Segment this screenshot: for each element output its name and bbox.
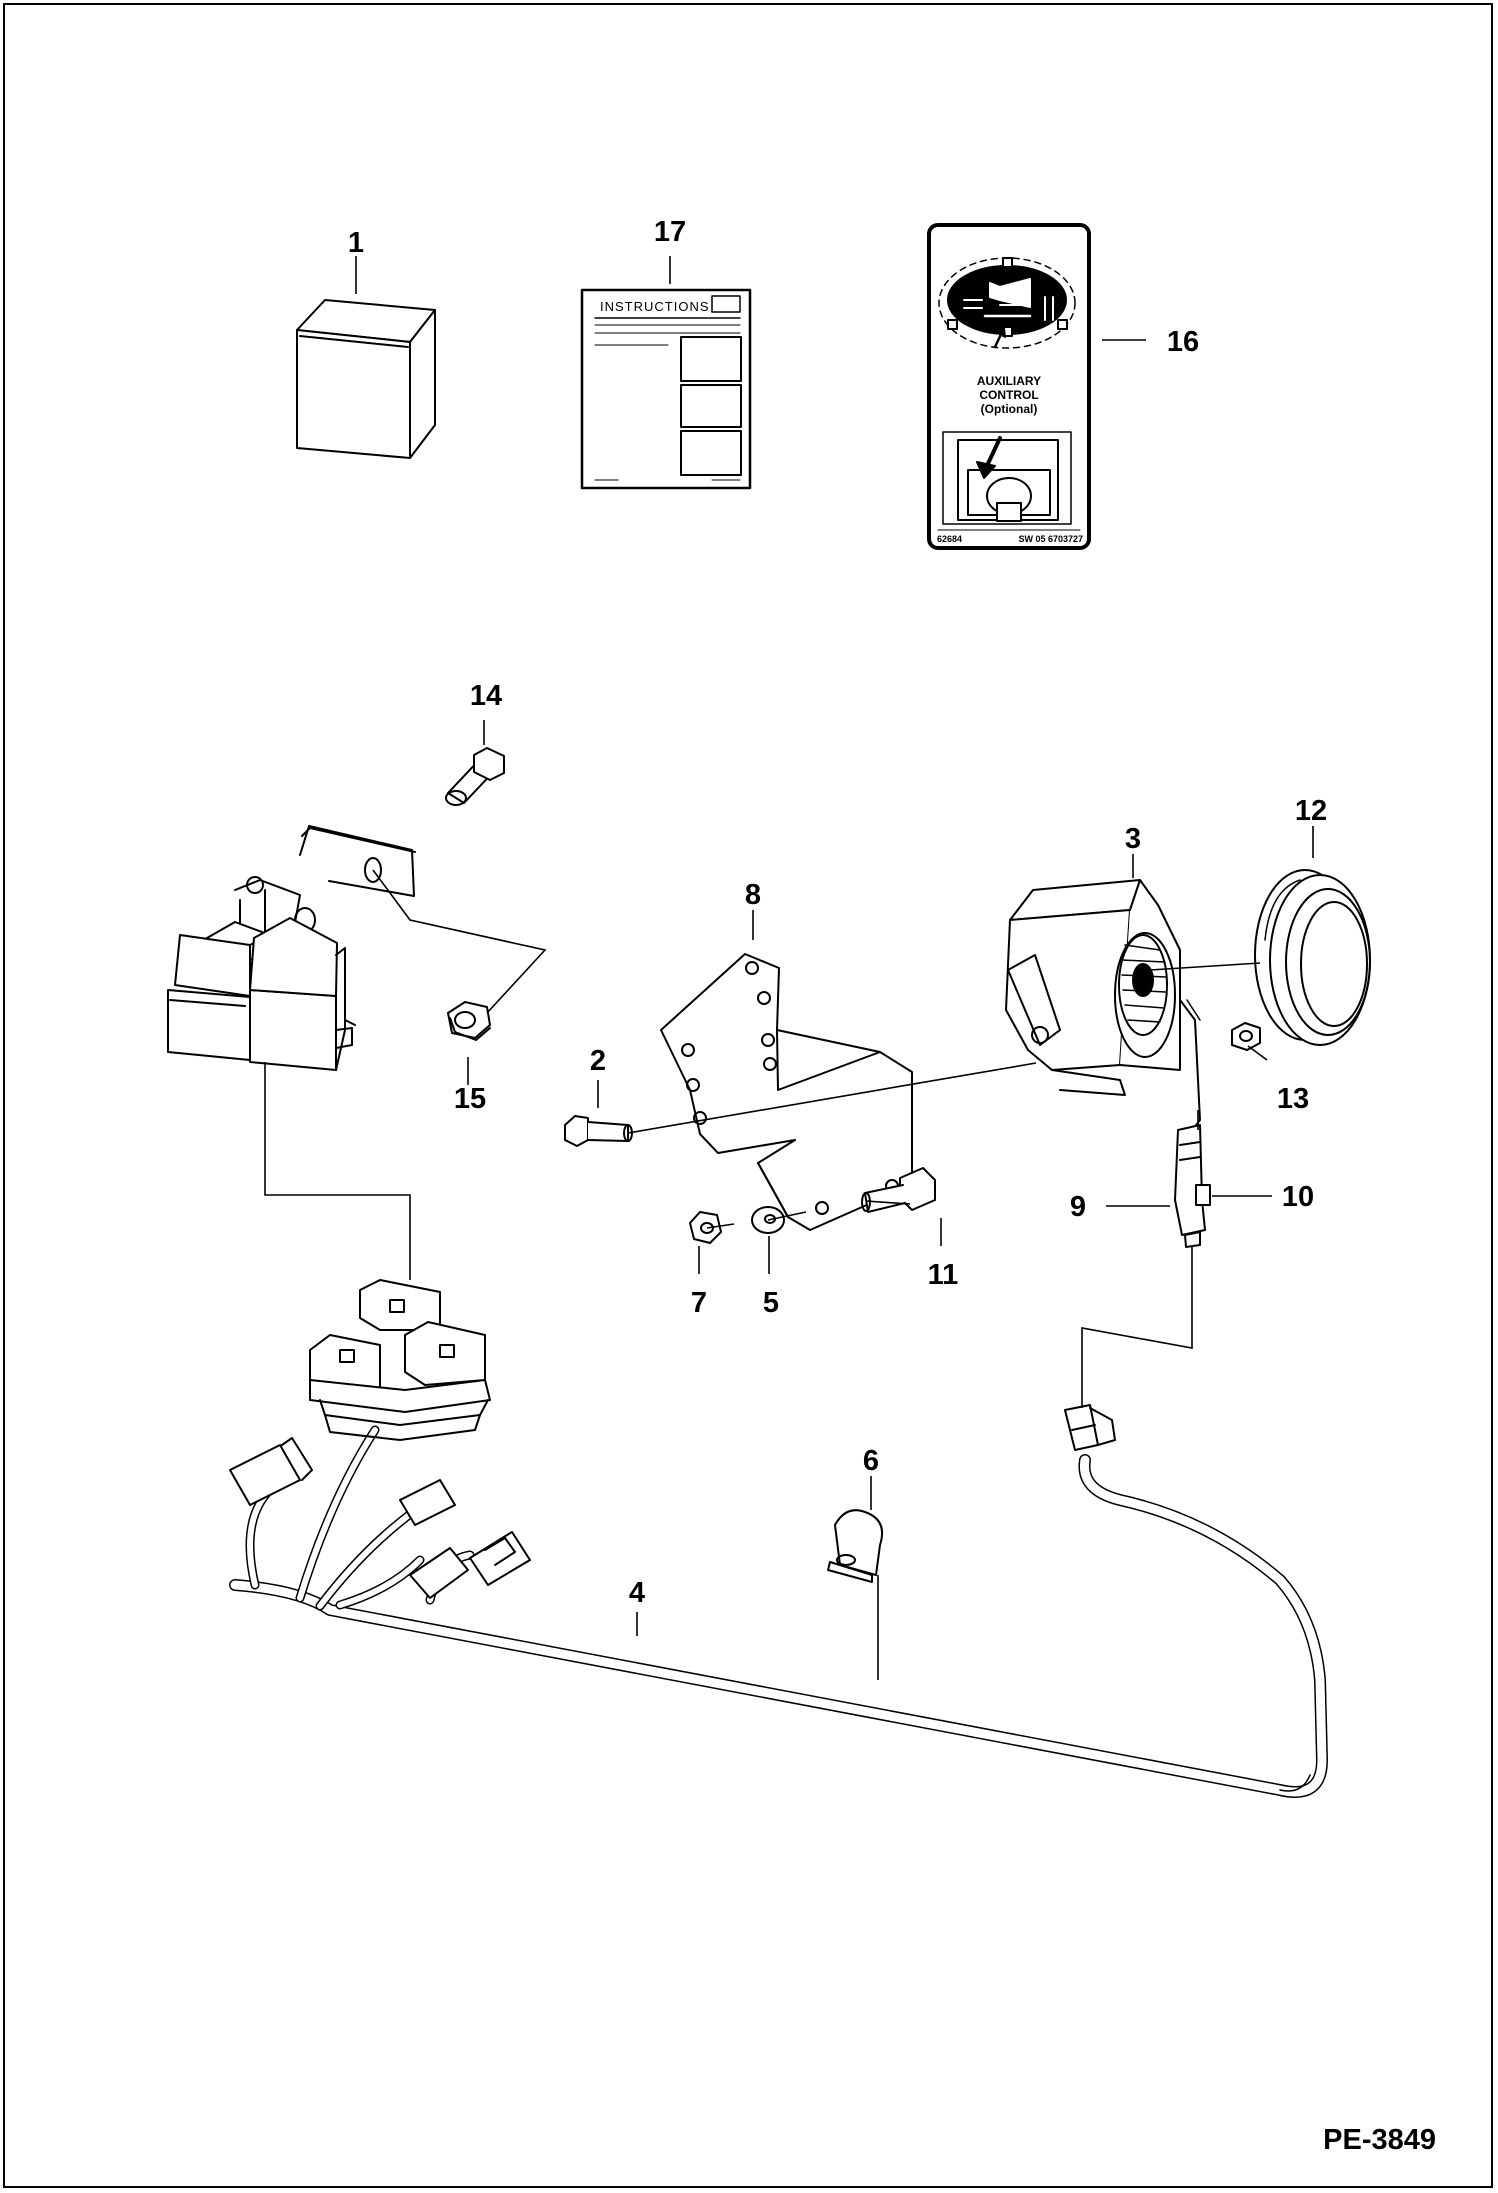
- nut-7: [689, 1211, 722, 1244]
- bolt-2: [564, 1115, 633, 1147]
- decal-part: [927, 223, 1091, 550]
- callout-6: 6: [863, 1445, 879, 1477]
- relay-box-part: [296, 299, 436, 459]
- callout-16: 16: [1167, 326, 1199, 358]
- connector-9-10: [1174, 1124, 1211, 1248]
- nut-13: [1231, 1022, 1261, 1051]
- callout-5: 5: [763, 1287, 779, 1319]
- clamp-6: [827, 1509, 884, 1583]
- callout-numbers: 1 2 3 4 5 6 7 8 9 10 11 12 13 14 15 16 1…: [348, 216, 1327, 1609]
- callout-8: 8: [745, 879, 761, 911]
- callout-15: 15: [454, 1083, 486, 1115]
- leader-lines: [264, 256, 1314, 1680]
- diagram-frame: [3, 3, 1493, 2188]
- callout-12: 12: [1295, 795, 1327, 827]
- decal-part-number: 62684: [937, 534, 962, 544]
- callout-3: 3: [1125, 823, 1141, 855]
- drawing-code: PE-3849: [1323, 2124, 1436, 2156]
- callout-4: 4: [629, 1577, 645, 1609]
- decal-caption-2: CONTROL: [979, 388, 1038, 402]
- callout-17: 17: [654, 216, 686, 248]
- instructions-title: INSTRUCTIONS: [600, 299, 710, 314]
- callout-2: 2: [590, 1045, 606, 1077]
- callout-10: 10: [1282, 1181, 1314, 1213]
- callout-11: 11: [928, 1259, 959, 1291]
- mounting-bracket-8: [660, 953, 913, 1231]
- decal-code: SW 05 6703727: [1018, 534, 1083, 544]
- wiring-harness-4: [229, 1279, 1328, 1798]
- bolt-14: [445, 747, 505, 806]
- backup-alarm-3: [1005, 879, 1201, 1141]
- callout-7: 7: [691, 1287, 707, 1319]
- decal-caption-3: (Optional): [981, 402, 1038, 416]
- callout-1: 1: [348, 227, 364, 259]
- callout-13: 13: [1277, 1083, 1309, 1115]
- bolt-11: [861, 1167, 936, 1213]
- instructions-sheet-part: [580, 288, 752, 490]
- grommet-12: [1254, 869, 1371, 1046]
- nut-15: [447, 1001, 491, 1041]
- callout-9: 9: [1070, 1191, 1086, 1223]
- decal-caption-1: AUXILIARY: [977, 374, 1041, 388]
- callout-14: 14: [470, 680, 502, 712]
- relay-bracket-assembly: [167, 825, 416, 1071]
